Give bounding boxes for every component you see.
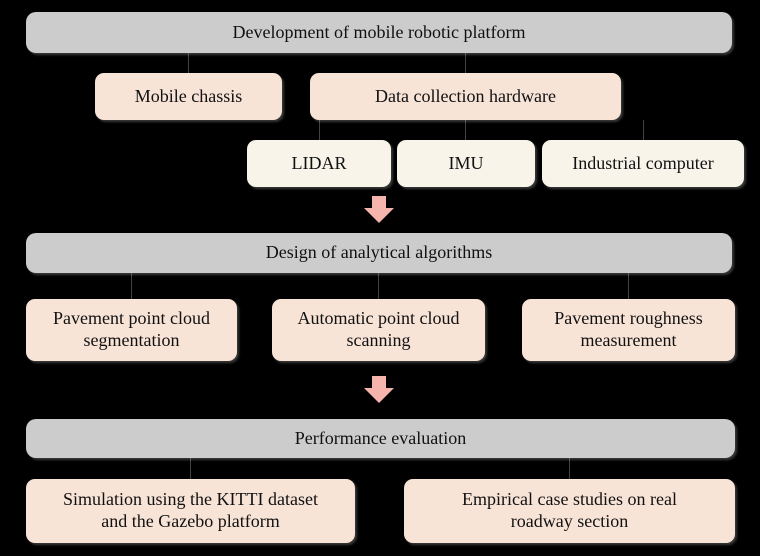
connector-line xyxy=(188,52,189,74)
arrow-down-icon xyxy=(364,376,394,403)
empirical-case-studies-label: Empirical case studies on real roadway s… xyxy=(462,489,677,531)
connector-line xyxy=(319,120,320,140)
data-collection-hardware-box[interactable]: Data collection hardware xyxy=(310,73,621,120)
pavement-point-cloud-segmentation-box[interactable]: Pavement point cloud segmentation xyxy=(26,299,237,361)
arrow-down-icon xyxy=(364,196,394,223)
connector-line xyxy=(465,120,466,140)
stage-development-box[interactable]: Development of mobile robotic platform xyxy=(26,12,732,53)
arrow-head xyxy=(364,208,394,223)
stage-design-box[interactable]: Design of analytical algorithms xyxy=(26,233,732,273)
connector-line xyxy=(465,52,466,74)
connector-line xyxy=(569,458,570,480)
stage-performance-box[interactable]: Performance evaluation xyxy=(26,419,735,458)
imu-box[interactable]: IMU xyxy=(397,140,535,187)
automatic-point-cloud-scanning-label: Automatic point cloud scanning xyxy=(297,308,460,350)
data-collection-hardware-label: Data collection hardware xyxy=(375,85,556,106)
lidar-label: LIDAR xyxy=(291,152,347,173)
automatic-point-cloud-scanning-box[interactable]: Automatic point cloud scanning xyxy=(272,299,485,361)
pavement-roughness-measurement-label: Pavement roughness measurement xyxy=(554,308,703,350)
arrow-shaft xyxy=(372,196,386,210)
simulation-kitti-gazebo-box[interactable]: Simulation using the KITTI dataset and t… xyxy=(26,479,355,543)
pavement-point-cloud-segmentation-label: Pavement point cloud segmentation xyxy=(53,308,210,350)
stage-performance-label: Performance evaluation xyxy=(294,427,467,448)
connector-line xyxy=(131,273,132,299)
connector-line xyxy=(628,273,629,299)
empirical-case-studies-box[interactable]: Empirical case studies on real roadway s… xyxy=(404,479,735,543)
mobile-chassis-box[interactable]: Mobile chassis xyxy=(95,73,282,120)
industrial-computer-label: Industrial computer xyxy=(572,152,714,173)
arrow-shaft xyxy=(372,376,386,390)
connector-line xyxy=(643,120,644,140)
industrial-computer-box[interactable]: Industrial computer xyxy=(542,140,744,187)
connector-line xyxy=(190,458,191,480)
lidar-box[interactable]: LIDAR xyxy=(247,140,391,187)
pavement-roughness-measurement-box[interactable]: Pavement roughness measurement xyxy=(522,299,735,361)
stage-development-label: Development of mobile robotic platform xyxy=(232,21,526,42)
mobile-chassis-label: Mobile chassis xyxy=(134,85,243,106)
simulation-kitti-gazebo-label: Simulation using the KITTI dataset and t… xyxy=(63,489,318,531)
arrow-head xyxy=(364,388,394,403)
imu-label: IMU xyxy=(448,152,484,173)
connector-line xyxy=(378,273,379,299)
stage-design-label: Design of analytical algorithms xyxy=(265,242,493,263)
